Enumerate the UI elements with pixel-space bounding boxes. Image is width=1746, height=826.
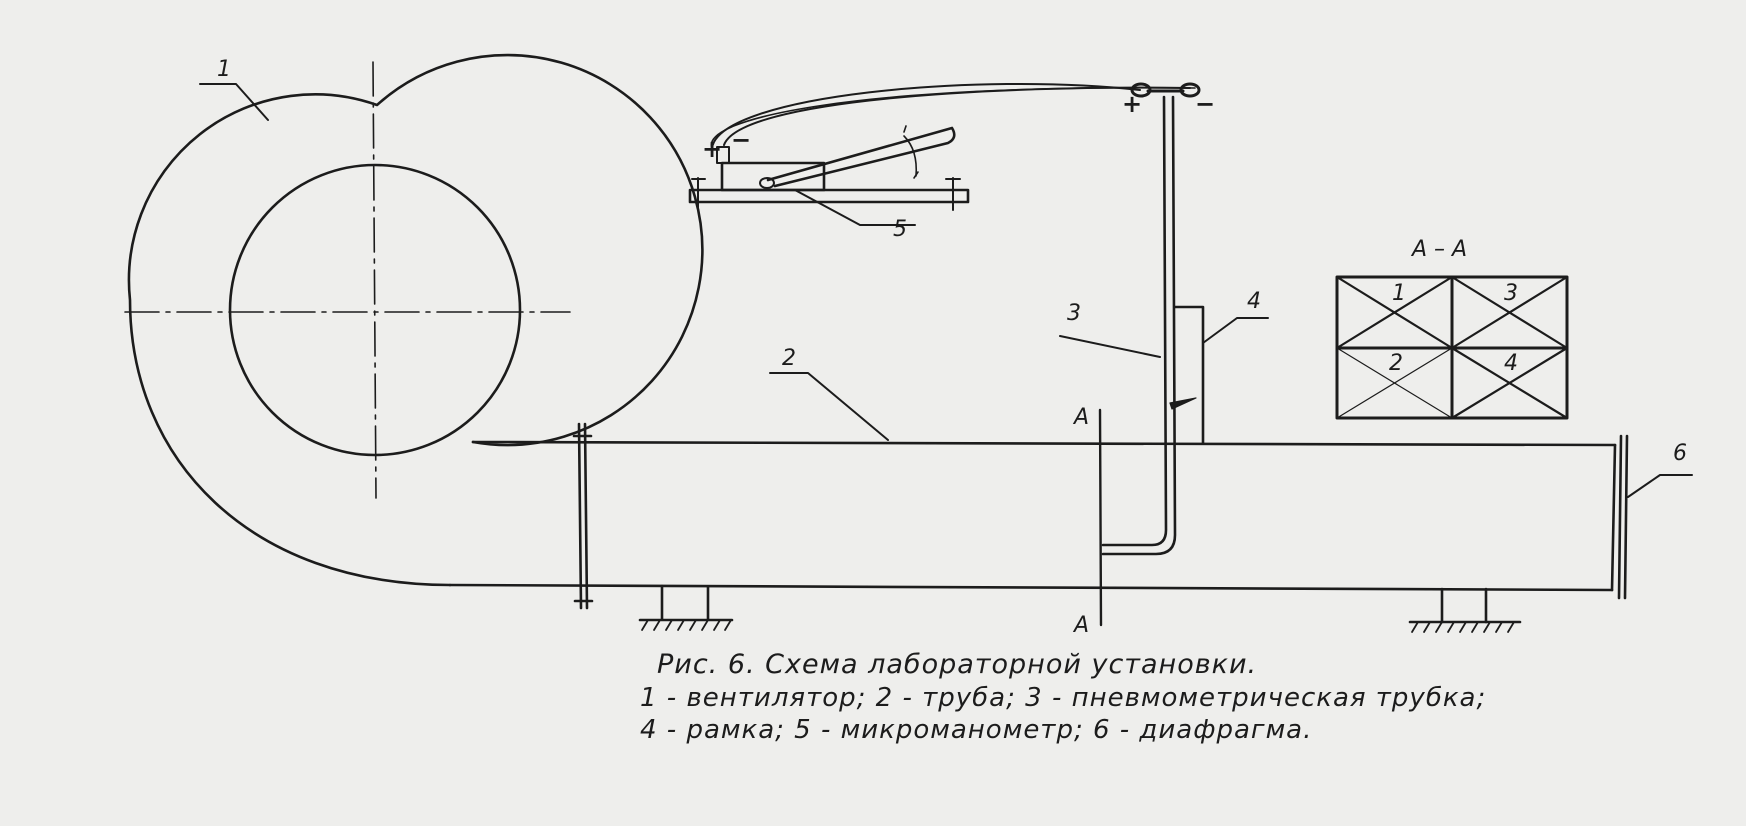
label-plus-left: + [702,135,722,163]
label-diaphragm: 6 [1673,441,1687,466]
leader-6 [1627,474,1693,498]
section-cell-3: 3 [1504,281,1518,306]
label-minus-top: − [1195,90,1215,118]
caption-title: Рис. 6. Схема лабораторной установки. [657,649,1258,680]
pipe-top-wall [471,440,1617,447]
section-view-title: А – А [1410,237,1467,262]
label-pipe: 2 [782,346,796,371]
angle-arc [903,135,918,177]
section-cell-2: 2 [1389,351,1403,376]
pitot-tube-outer [1101,95,1168,547]
label-pitot-tube: 3 [1067,301,1081,326]
label-frame: 4 [1247,289,1261,314]
leader-5 [794,189,916,226]
figure-caption: Рис. 6. Схема лабораторной установки. 1 … [640,648,1486,747]
connecting-hoses [710,82,1201,149]
leader-4 [1202,317,1269,344]
fan-vertical-axis [372,61,377,499]
micromanometer-5 [688,125,970,226]
section-line-a-a [1098,408,1103,627]
manometer-nozzle [716,146,730,164]
leader-2 [769,372,889,441]
fan-volute-casing [127,53,704,587]
caption-legend-line-2: 4 - рамка; 5 - микроманометр; 6 - диафра… [640,715,1313,746]
label-micromanometer: 5 [893,217,907,242]
pipe-flange-line-a [577,422,583,610]
pitot-tube-inner [1101,95,1177,556]
pipe-flange-line-b [583,422,589,610]
fan-1 [124,53,704,587]
frame-4 [1169,305,1269,445]
label-section-top: A [1072,405,1089,430]
pipe-support-left [638,584,734,631]
leader-1 [199,83,269,121]
caption-legend-line-1: 1 - вентилятор; 2 - труба; 3 - пневмомет… [640,682,1487,713]
label-minus-left: − [731,126,751,154]
leader-3 [1059,335,1161,358]
manometer-inclined-tube [766,126,956,188]
pipe-support-right [1408,587,1522,633]
manometer-base [688,188,970,204]
pipe-2 [448,372,1617,610]
manometer-reservoir [720,161,826,192]
section-cell-1: 1 [1392,281,1406,306]
frame-pointer [1169,397,1197,410]
hose-outer [710,86,1196,149]
frame-outline [1173,305,1205,445]
pitot-tube-3 [1059,95,1177,556]
section-cell-4: 4 [1504,351,1518,376]
label-section-bottom: A [1072,613,1089,638]
pipe-bottom-wall [448,583,1614,592]
label-plus-top: + [1122,90,1142,118]
diaphragm-6 [1610,434,1693,600]
label-fan: 1 [217,57,231,82]
section-a-a-view [1335,275,1569,420]
